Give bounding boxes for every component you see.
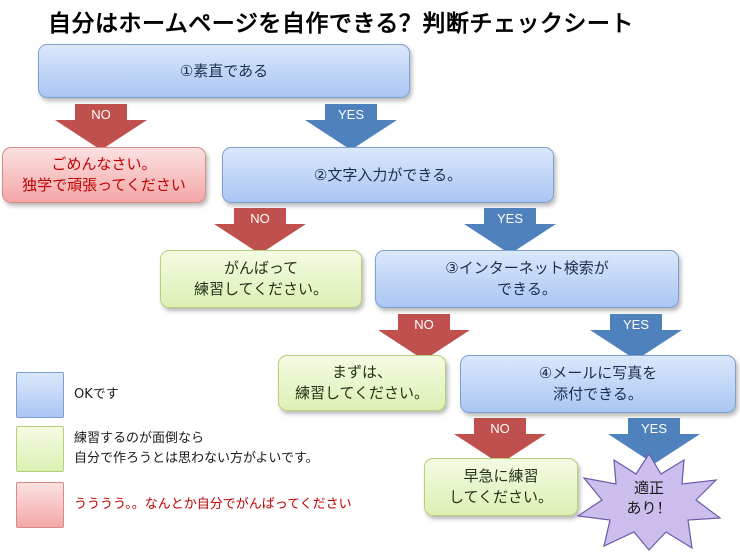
- practice-text-2: まずは、 練習してください。: [294, 363, 430, 402]
- question-4-box: ④メールに写真を 添付できる。: [460, 355, 736, 413]
- question-2-text: ②文字入力ができる。: [313, 165, 463, 184]
- question-1-text: ①素直である: [179, 61, 269, 80]
- no-arrow-4: NO: [454, 418, 546, 464]
- legend-text-green: 練習するのが面倒なら 自分で作ろうとは思わない方がよいです。: [74, 431, 319, 466]
- legend-text-blue: OKです: [74, 387, 119, 402]
- ok-burst-shape: [576, 452, 722, 551]
- no-arrow-2: NO: [214, 208, 306, 254]
- no-label-3: NO: [414, 317, 434, 332]
- yes-arrow-1: YES: [305, 104, 397, 150]
- yes-arrow-4: YES: [608, 418, 700, 464]
- question-3-box: ③インターネット検索が できる。: [375, 250, 679, 308]
- no-arrow-3: NO: [378, 314, 470, 360]
- yes-label-1: YES: [337, 107, 364, 122]
- sorry-text: ごめんなさい。 独学で頑張ってください: [22, 155, 186, 194]
- yes-label-4: YES: [640, 421, 667, 436]
- yes-arrow-3: YES: [590, 314, 682, 360]
- no-label-1: NO: [91, 107, 111, 122]
- practice-box-3: 早急に練習 してください。: [424, 458, 578, 516]
- practice-box-1: がんばって 練習してください。: [160, 250, 362, 308]
- practice-text-3: 早急に練習 してください。: [448, 467, 554, 506]
- practice-box-2: まずは、 練習してください。: [278, 355, 446, 411]
- question-3-text: ③インターネット検索が できる。: [445, 259, 609, 298]
- page-title: 自分はホームページを自作できる？判断チェックシート: [48, 11, 634, 37]
- sorry-box: ごめんなさい。 独学で頑張ってください: [2, 147, 206, 203]
- legend-text-red: うううう。。なんとか自分でがんばってください: [74, 497, 352, 512]
- no-label-2: NO: [250, 211, 270, 226]
- legend-swatch-green: [16, 426, 64, 472]
- yes-label-2: YES: [496, 211, 523, 226]
- no-arrow-1: NO: [55, 104, 147, 150]
- ok-burst-text: 適正 あり！: [626, 479, 672, 517]
- question-2-box: ②文字入力ができる。: [222, 147, 554, 203]
- question-1-box: ①素直である: [38, 44, 410, 98]
- no-label-4: NO: [490, 421, 510, 436]
- practice-text-1: がんばって 練習してください。: [193, 259, 329, 298]
- question-4-text: ④メールに写真を 添付できる。: [538, 364, 658, 403]
- yes-arrow-2: YES: [464, 208, 556, 254]
- yes-label-3: YES: [622, 317, 649, 332]
- legend-swatch-blue: [16, 372, 64, 418]
- legend-swatch-red: [16, 482, 64, 528]
